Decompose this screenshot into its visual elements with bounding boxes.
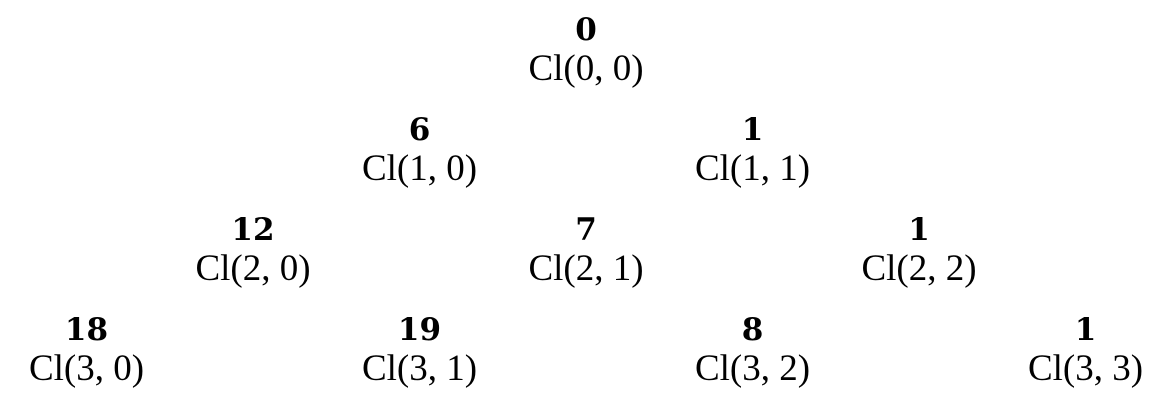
node-label: Cl(1, 0) bbox=[361, 148, 478, 189]
node-count: 8 bbox=[741, 312, 764, 348]
node-label: Cl(1, 1) bbox=[694, 148, 811, 189]
node-label: Cl(2, 1) bbox=[528, 248, 644, 289]
node-count: 12 bbox=[231, 212, 275, 248]
node-count: 18 bbox=[64, 312, 109, 348]
node-label: Cl(3, 3) bbox=[1027, 348, 1144, 389]
node-label: Cl(3, 2) bbox=[694, 348, 811, 389]
node-count: 6 bbox=[408, 112, 431, 148]
node-label: Cl(2, 0) bbox=[195, 248, 311, 289]
node-count: 1 bbox=[741, 112, 764, 148]
node-label: Cl(2, 2) bbox=[861, 248, 977, 289]
node-count: 7 bbox=[575, 212, 597, 248]
node-count: 1 bbox=[908, 212, 930, 248]
node-count: 1 bbox=[1074, 312, 1097, 348]
node-label: Cl(3, 1) bbox=[361, 348, 478, 389]
node-count: 19 bbox=[397, 312, 442, 348]
node-label: Cl(0, 0) bbox=[528, 48, 644, 89]
node-count: 0 bbox=[575, 12, 597, 48]
node-label: Cl(3, 0) bbox=[28, 348, 145, 389]
